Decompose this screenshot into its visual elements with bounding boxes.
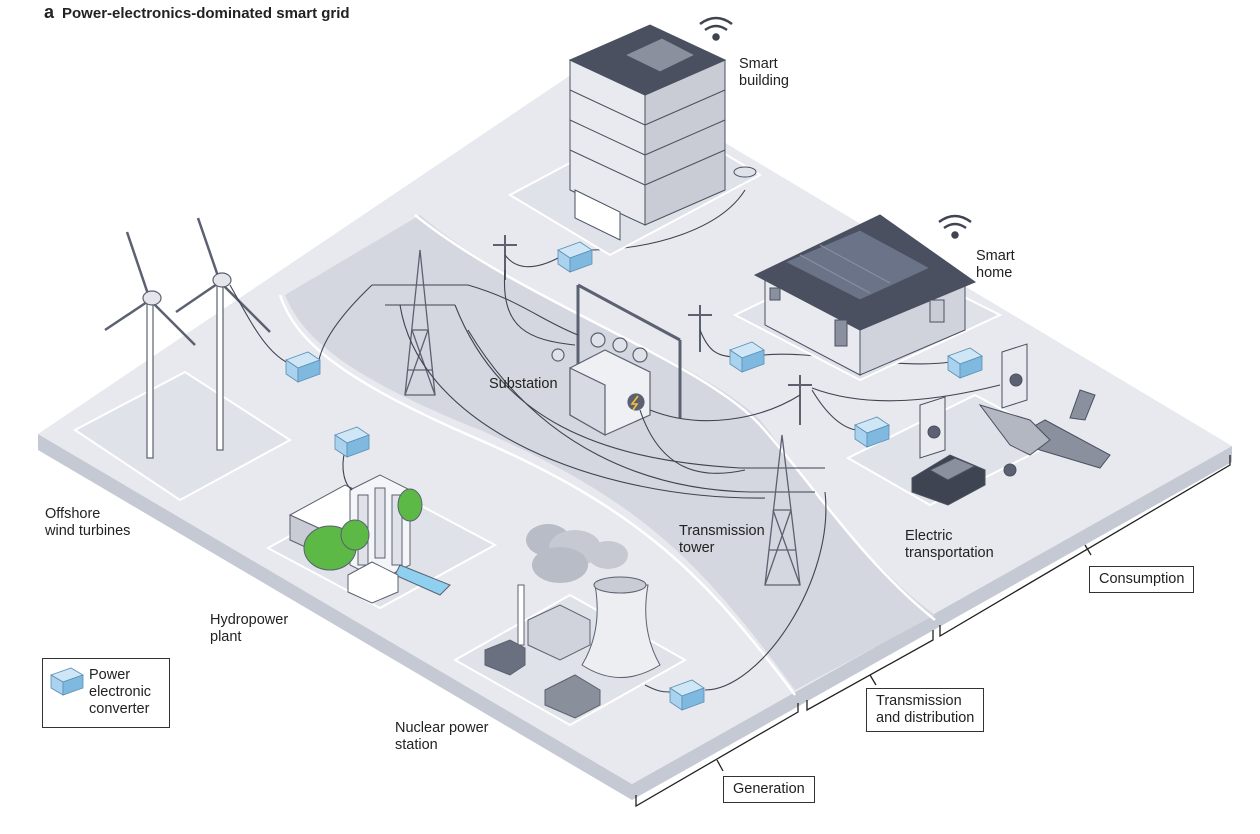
converter-hydro: [334, 426, 370, 458]
transmission-tower-1: [372, 249, 468, 396]
label-line: Smart: [976, 248, 1015, 264]
label-line: station: [395, 737, 438, 753]
label-line: transportation: [905, 545, 994, 561]
figure-title: a Power-electronics-dominated smart grid: [44, 2, 350, 23]
converter-nuclear: [669, 679, 705, 711]
label-line: Offshore: [45, 506, 101, 522]
smart-home: [753, 214, 977, 376]
transmission-band: [285, 215, 935, 690]
hydropower-plant: [288, 474, 451, 604]
utility-pole-3: [788, 375, 812, 425]
label-line: converter: [89, 701, 150, 717]
electric-vehicles: [911, 343, 1111, 506]
label-line: plant: [210, 629, 242, 645]
section-brackets: [635, 455, 1231, 808]
label-line: Smart: [739, 56, 778, 72]
label-line: Electric: [905, 528, 953, 544]
label-line: electronic: [89, 684, 152, 700]
smart-building: [568, 24, 757, 241]
label-line: Hydropower: [210, 612, 289, 628]
label-line: Transmission: [876, 693, 962, 709]
converter-wind: [285, 351, 321, 383]
figure-title-text: Power-electronics-dominated smart grid: [62, 5, 350, 22]
section-generation: Generation: [723, 776, 815, 803]
label-line: building: [739, 73, 789, 89]
transmission-tower-2: [740, 434, 825, 586]
label-line: Power: [89, 667, 131, 683]
converter-home: [729, 341, 765, 373]
panel-letter: a: [44, 2, 55, 22]
converter-ev: [854, 416, 890, 448]
label-line: wind turbines: [45, 523, 131, 539]
converter-legend-icon: [50, 667, 84, 696]
converter-charging: [947, 347, 983, 379]
wifi-icon-building: [699, 16, 733, 41]
label-line: and distribution: [876, 710, 975, 726]
power-lines: [229, 189, 1001, 693]
divider-line-1: [278, 294, 796, 696]
wifi-icon-home: [938, 214, 972, 239]
legend-label: Power electronic converter: [89, 667, 151, 718]
wind-turbine-1: [104, 231, 196, 459]
substation: [551, 283, 682, 437]
wind-turbine-2: [175, 217, 271, 451]
label-line: Transmission: [679, 523, 765, 539]
label-line: home: [976, 265, 1013, 281]
label-substation: Substation: [489, 376, 558, 392]
section-consumption: Consumption: [1089, 566, 1195, 593]
legend: Power electronic converter: [42, 658, 170, 728]
label-line: Nuclear power: [395, 720, 489, 736]
nuclear-power-station: [484, 524, 661, 719]
label-line: tower: [679, 540, 715, 556]
utility-pole-2: [688, 305, 712, 352]
converter-building: [557, 241, 593, 273]
